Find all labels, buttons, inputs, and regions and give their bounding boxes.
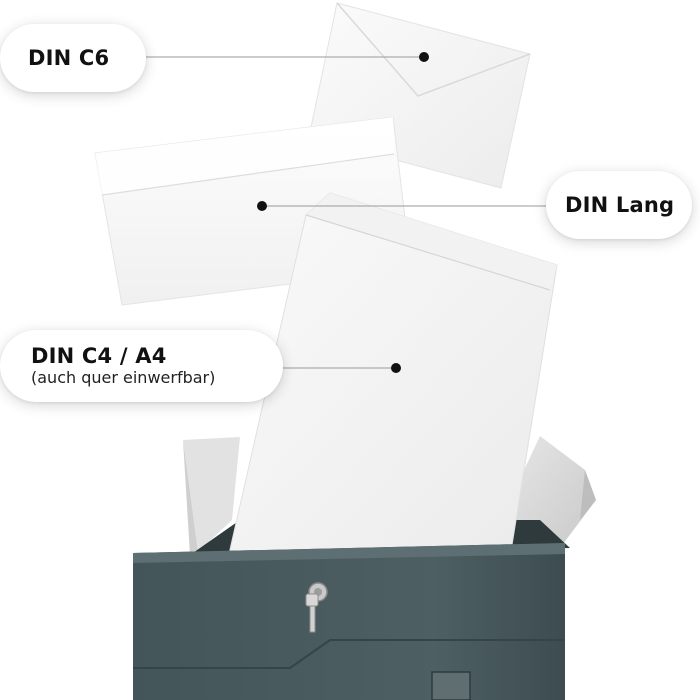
label-din-c4-a4-note: (auch quer einwerfbar) [31,368,216,388]
din-c4-envelope [228,192,558,555]
mailbox [133,543,565,700]
marker-dot-c4 [391,363,401,373]
label-din-c4-a4: DIN C4 / A4 (auch quer einwerfbar) [0,330,283,402]
label-din-c6: DIN C6 [0,24,146,92]
label-din-c4-a4-text: DIN C4 / A4 [31,344,167,369]
key-icon [305,593,319,633]
marker-dot-c6 [419,52,429,62]
label-din-c6-text: DIN C6 [28,45,110,70]
label-din-lang: DIN Lang [546,171,692,239]
label-din-lang-text: DIN Lang [565,192,675,217]
marker-dot-lang [257,201,267,211]
